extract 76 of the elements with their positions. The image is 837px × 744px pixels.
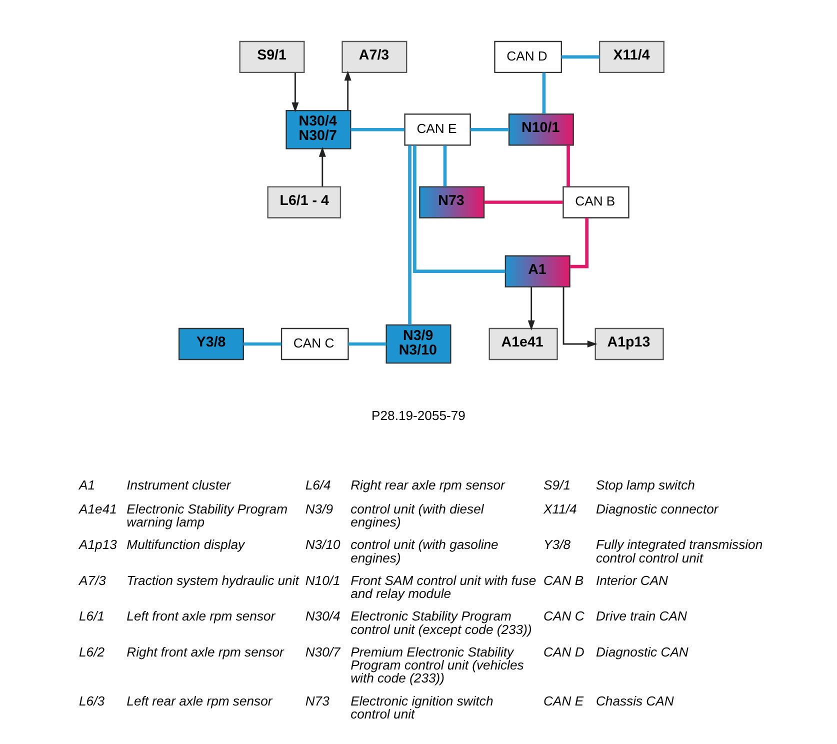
- label: Interior CAN: [596, 572, 668, 588]
- label: Right front axle rpm sensor: [126, 644, 284, 660]
- label: Right rear axle rpm sensor: [350, 478, 505, 493]
- node-box: X11/4: [598, 40, 664, 74]
- arrow: [318, 146, 326, 186]
- label: N3/10: [305, 537, 340, 552]
- node-box: A7/3: [342, 40, 408, 74]
- label: Chassis CAN: [596, 693, 674, 708]
- node-box: L6/1 - 4: [267, 186, 342, 218]
- label: N10/1: [305, 572, 340, 588]
- label: control unit (with diesel engines): [350, 502, 484, 530]
- label: Electronic Stability Program warning lamp: [126, 502, 288, 530]
- label: A7/3: [79, 572, 106, 588]
- connector: [470, 128, 509, 132]
- label: Diagnostic CAN: [596, 644, 688, 660]
- node-box: N30/4 N30/7: [286, 110, 352, 150]
- label: N30/7: [305, 644, 340, 660]
- label: Left front axle rpm sensor: [126, 608, 276, 624]
- node-box: CAN D: [494, 40, 562, 74]
- connector: [413, 145, 506, 274]
- label: control unit (with gasoline engines): [350, 537, 498, 566]
- connector: [408, 145, 412, 325]
- label: Left rear axle rpm sensor: [126, 693, 272, 708]
- label: A1e41: [79, 502, 117, 517]
- label: CAN B: [544, 572, 584, 588]
- label: Fully integrated transmission control control unit: [596, 537, 763, 566]
- label: Electronic Stability Program control unit (except code (233)): [350, 608, 532, 637]
- label: L6/3: [79, 693, 105, 708]
- arrow: [292, 72, 299, 112]
- node-box: Y3/8: [178, 328, 244, 360]
- connector: [561, 55, 600, 59]
- connector: [484, 200, 563, 204]
- label: P28.19-2055-79: [372, 408, 466, 423]
- label: CAN C: [544, 608, 584, 624]
- connector: [348, 342, 386, 346]
- connector: [566, 145, 570, 187]
- label: Stop lamp switch: [596, 478, 695, 493]
- arrow: [528, 287, 535, 330]
- label: Multifunction display: [126, 537, 245, 552]
- node-box: N73: [419, 186, 485, 218]
- node-box: A1p13: [594, 328, 664, 360]
- label: L6/2: [79, 644, 105, 660]
- label: Front SAM control unit with fuse and relay module: [350, 572, 536, 602]
- label: Premium Electronic Stability Program control unit (vehicles with code (233)): [350, 644, 524, 686]
- arrow: [562, 287, 598, 348]
- label: CAN E: [544, 693, 584, 708]
- node-box: CAN B: [562, 186, 630, 218]
- connector: [350, 128, 404, 132]
- node-box: CAN E: [404, 114, 471, 146]
- connector: [243, 342, 282, 346]
- arrow: [344, 70, 352, 111]
- label: N3/9: [305, 502, 334, 517]
- label: A1: [79, 478, 96, 493]
- label: X11/4: [544, 502, 577, 517]
- label: A1p13: [79, 537, 117, 552]
- label: Electronic ignition switch control unit: [350, 693, 494, 722]
- label: Y3/8: [544, 537, 571, 552]
- connector: [542, 72, 546, 114]
- label: S9/1: [544, 478, 571, 493]
- connector: [570, 218, 588, 268]
- node-box: N10/1: [508, 114, 574, 146]
- label: Instrument cluster: [126, 478, 231, 493]
- node-box: A1: [504, 255, 570, 288]
- node-box: S9/1: [239, 40, 305, 74]
- label: L6/1: [79, 608, 105, 624]
- label: Traction system hydraulic unit: [126, 572, 299, 588]
- label: CAN D: [544, 644, 584, 660]
- label: N73: [305, 693, 330, 708]
- label: L6/4: [305, 478, 331, 493]
- label: Diagnostic connector: [596, 502, 718, 517]
- label: Drive train CAN: [596, 608, 687, 624]
- label: N30/4: [305, 608, 340, 624]
- node-box: A1e41: [488, 328, 558, 360]
- connector: [443, 145, 447, 187]
- node-box: N3/9 N3/10: [386, 324, 452, 364]
- node-box: CAN C: [280, 328, 349, 360]
